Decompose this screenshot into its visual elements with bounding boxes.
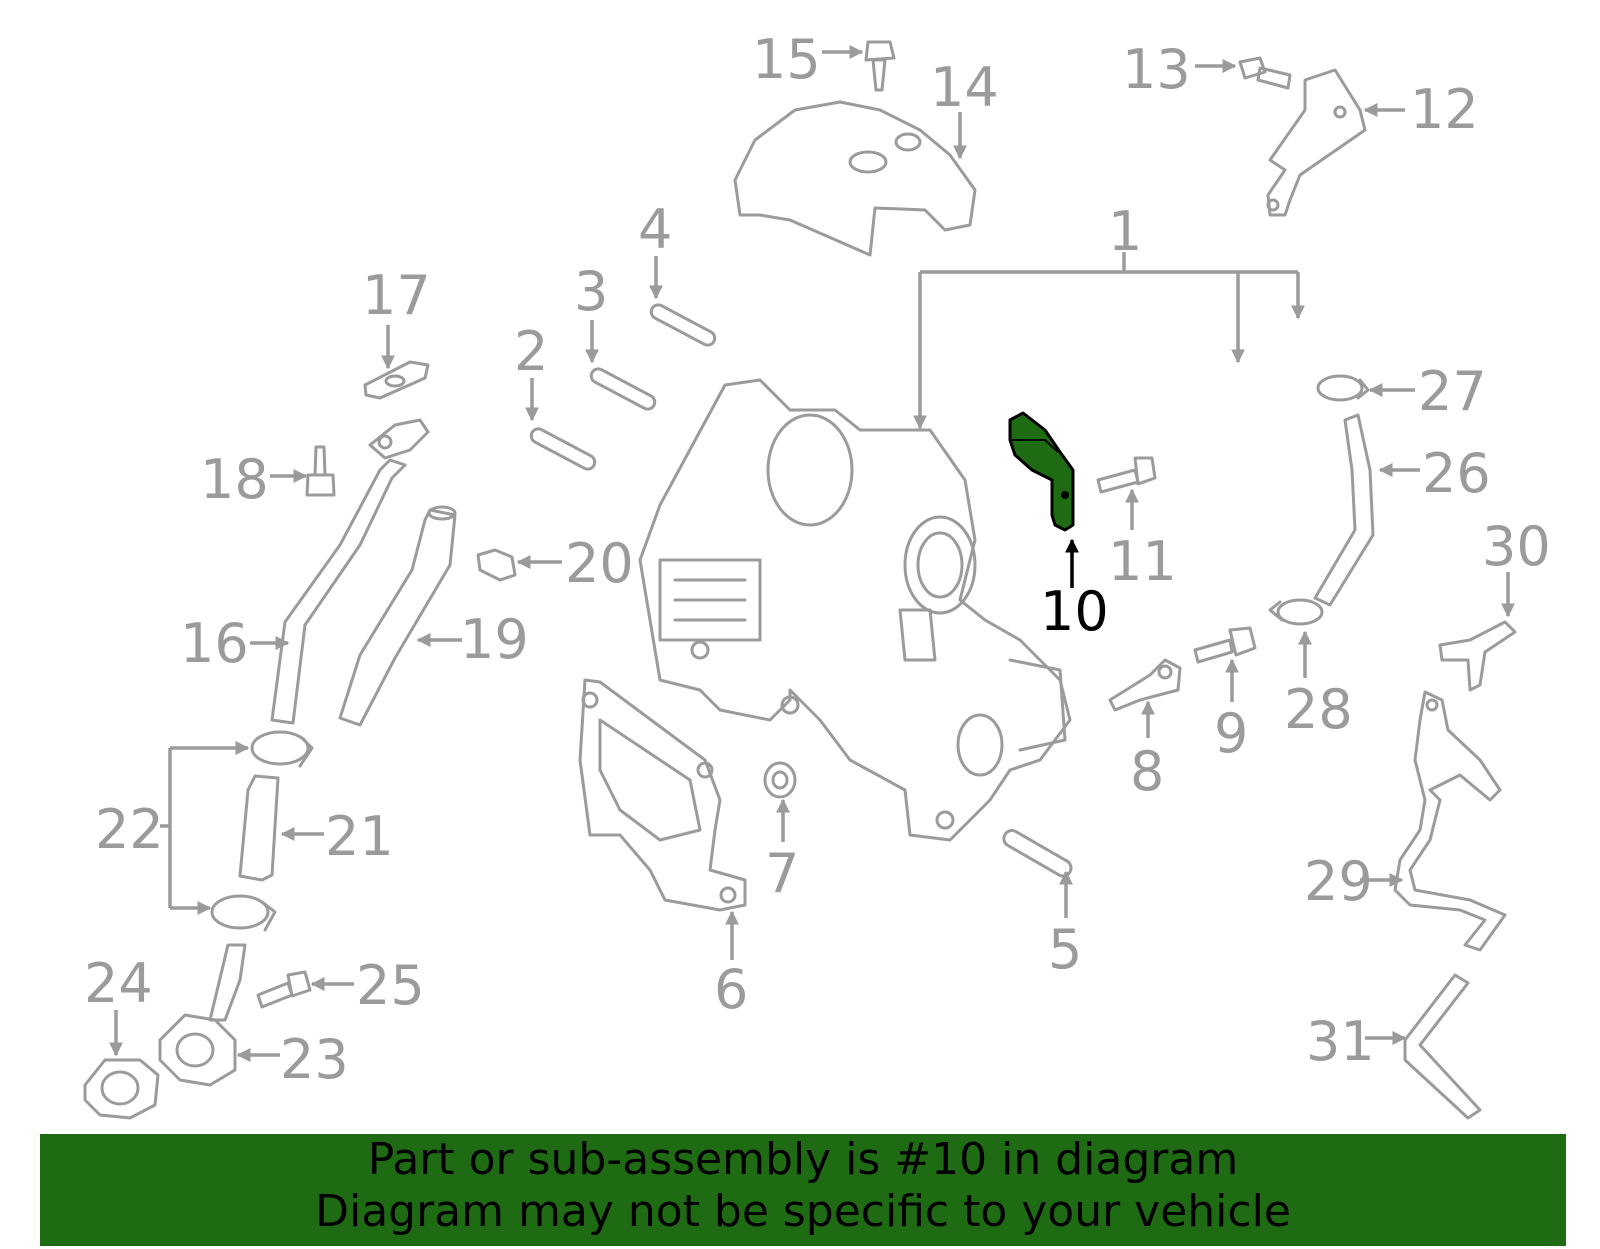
gasket-6 [578,678,747,912]
parts-diagram: 1 2 3 4 5 6 7 8 9 10 11 12 13 14 15 16 1… [83,28,1551,1120]
bracket-12 [1266,68,1367,217]
hose-19 [338,505,457,727]
pipe-30 [1438,620,1517,692]
bolt-18 [305,445,336,497]
leader-lines [109,45,1515,1062]
callout-31: 31 [1306,1010,1375,1073]
clamp-22-lower [210,894,277,932]
info-banner: Part or sub-assembly is #10 in diagram D… [40,1134,1566,1246]
callout-3: 3 [574,260,608,323]
oil-pipe-16 [270,418,430,725]
callout-8: 8 [1130,740,1164,803]
bolt-15 [864,40,896,92]
pipe-31 [1403,973,1482,1120]
callout-18: 18 [200,448,269,511]
callout-26: 26 [1422,442,1491,505]
bolt-9 [1193,626,1257,664]
callout-6: 6 [714,958,748,1021]
callout-1: 1 [1108,200,1142,263]
hose-21 [238,774,280,882]
nut-7 [763,761,797,799]
callout-4: 4 [638,198,672,261]
callout-29: 29 [1304,850,1373,913]
stud-4 [649,303,717,347]
bracket-29 [1393,690,1507,952]
bracket-10-highlighted [1008,411,1075,532]
bracket-8 [1108,658,1182,712]
stud-5 [1002,829,1073,878]
banner-line-1: Part or sub-assembly is #10 in diagram [367,1134,1239,1185]
callout-24: 24 [84,952,153,1015]
callout-17: 17 [362,264,431,327]
callout-14: 14 [930,56,999,119]
clamp-27 [1316,374,1370,402]
pipe-23 [158,943,247,1087]
clip-20 [476,548,517,582]
callout-22: 22 [95,798,164,861]
callout-15: 15 [752,28,821,91]
bolt-13 [1238,56,1292,90]
bolt-25 [256,970,312,1009]
bolt-11 [1096,456,1157,494]
hose-26 [1313,413,1375,607]
callout-27: 27 [1418,360,1487,423]
callout-labels: 1 2 3 4 5 6 7 8 9 10 11 12 13 14 15 16 1… [84,28,1551,1091]
callout-30: 30 [1482,515,1551,578]
callout-7: 7 [765,842,799,905]
callout-12: 12 [1410,78,1479,141]
stud-3 [589,367,657,411]
callout-23: 23 [280,1028,349,1091]
callout-20: 20 [565,532,634,595]
callout-9: 9 [1214,702,1248,765]
callout-10-highlighted: 10 [1040,580,1109,643]
callout-21: 21 [325,805,394,868]
callout-28: 28 [1284,678,1353,741]
clamp-28 [1268,598,1324,626]
callout-5: 5 [1048,918,1082,981]
turbocharger-assembly [638,378,1072,842]
callout-11: 11 [1108,530,1177,593]
stud-2 [529,427,597,471]
gasket-17 [363,360,430,400]
clamp-22-upper [250,730,314,768]
callout-16: 16 [180,612,249,675]
callout-19: 19 [460,608,529,671]
callout-2: 2 [514,320,548,383]
banner-line-2: Diagram may not be specific to your vehi… [315,1186,1291,1237]
heat-shield-14 [733,100,977,257]
gasket-24 [83,1058,160,1120]
callout-25: 25 [356,954,425,1017]
callout-13: 13 [1122,38,1191,101]
